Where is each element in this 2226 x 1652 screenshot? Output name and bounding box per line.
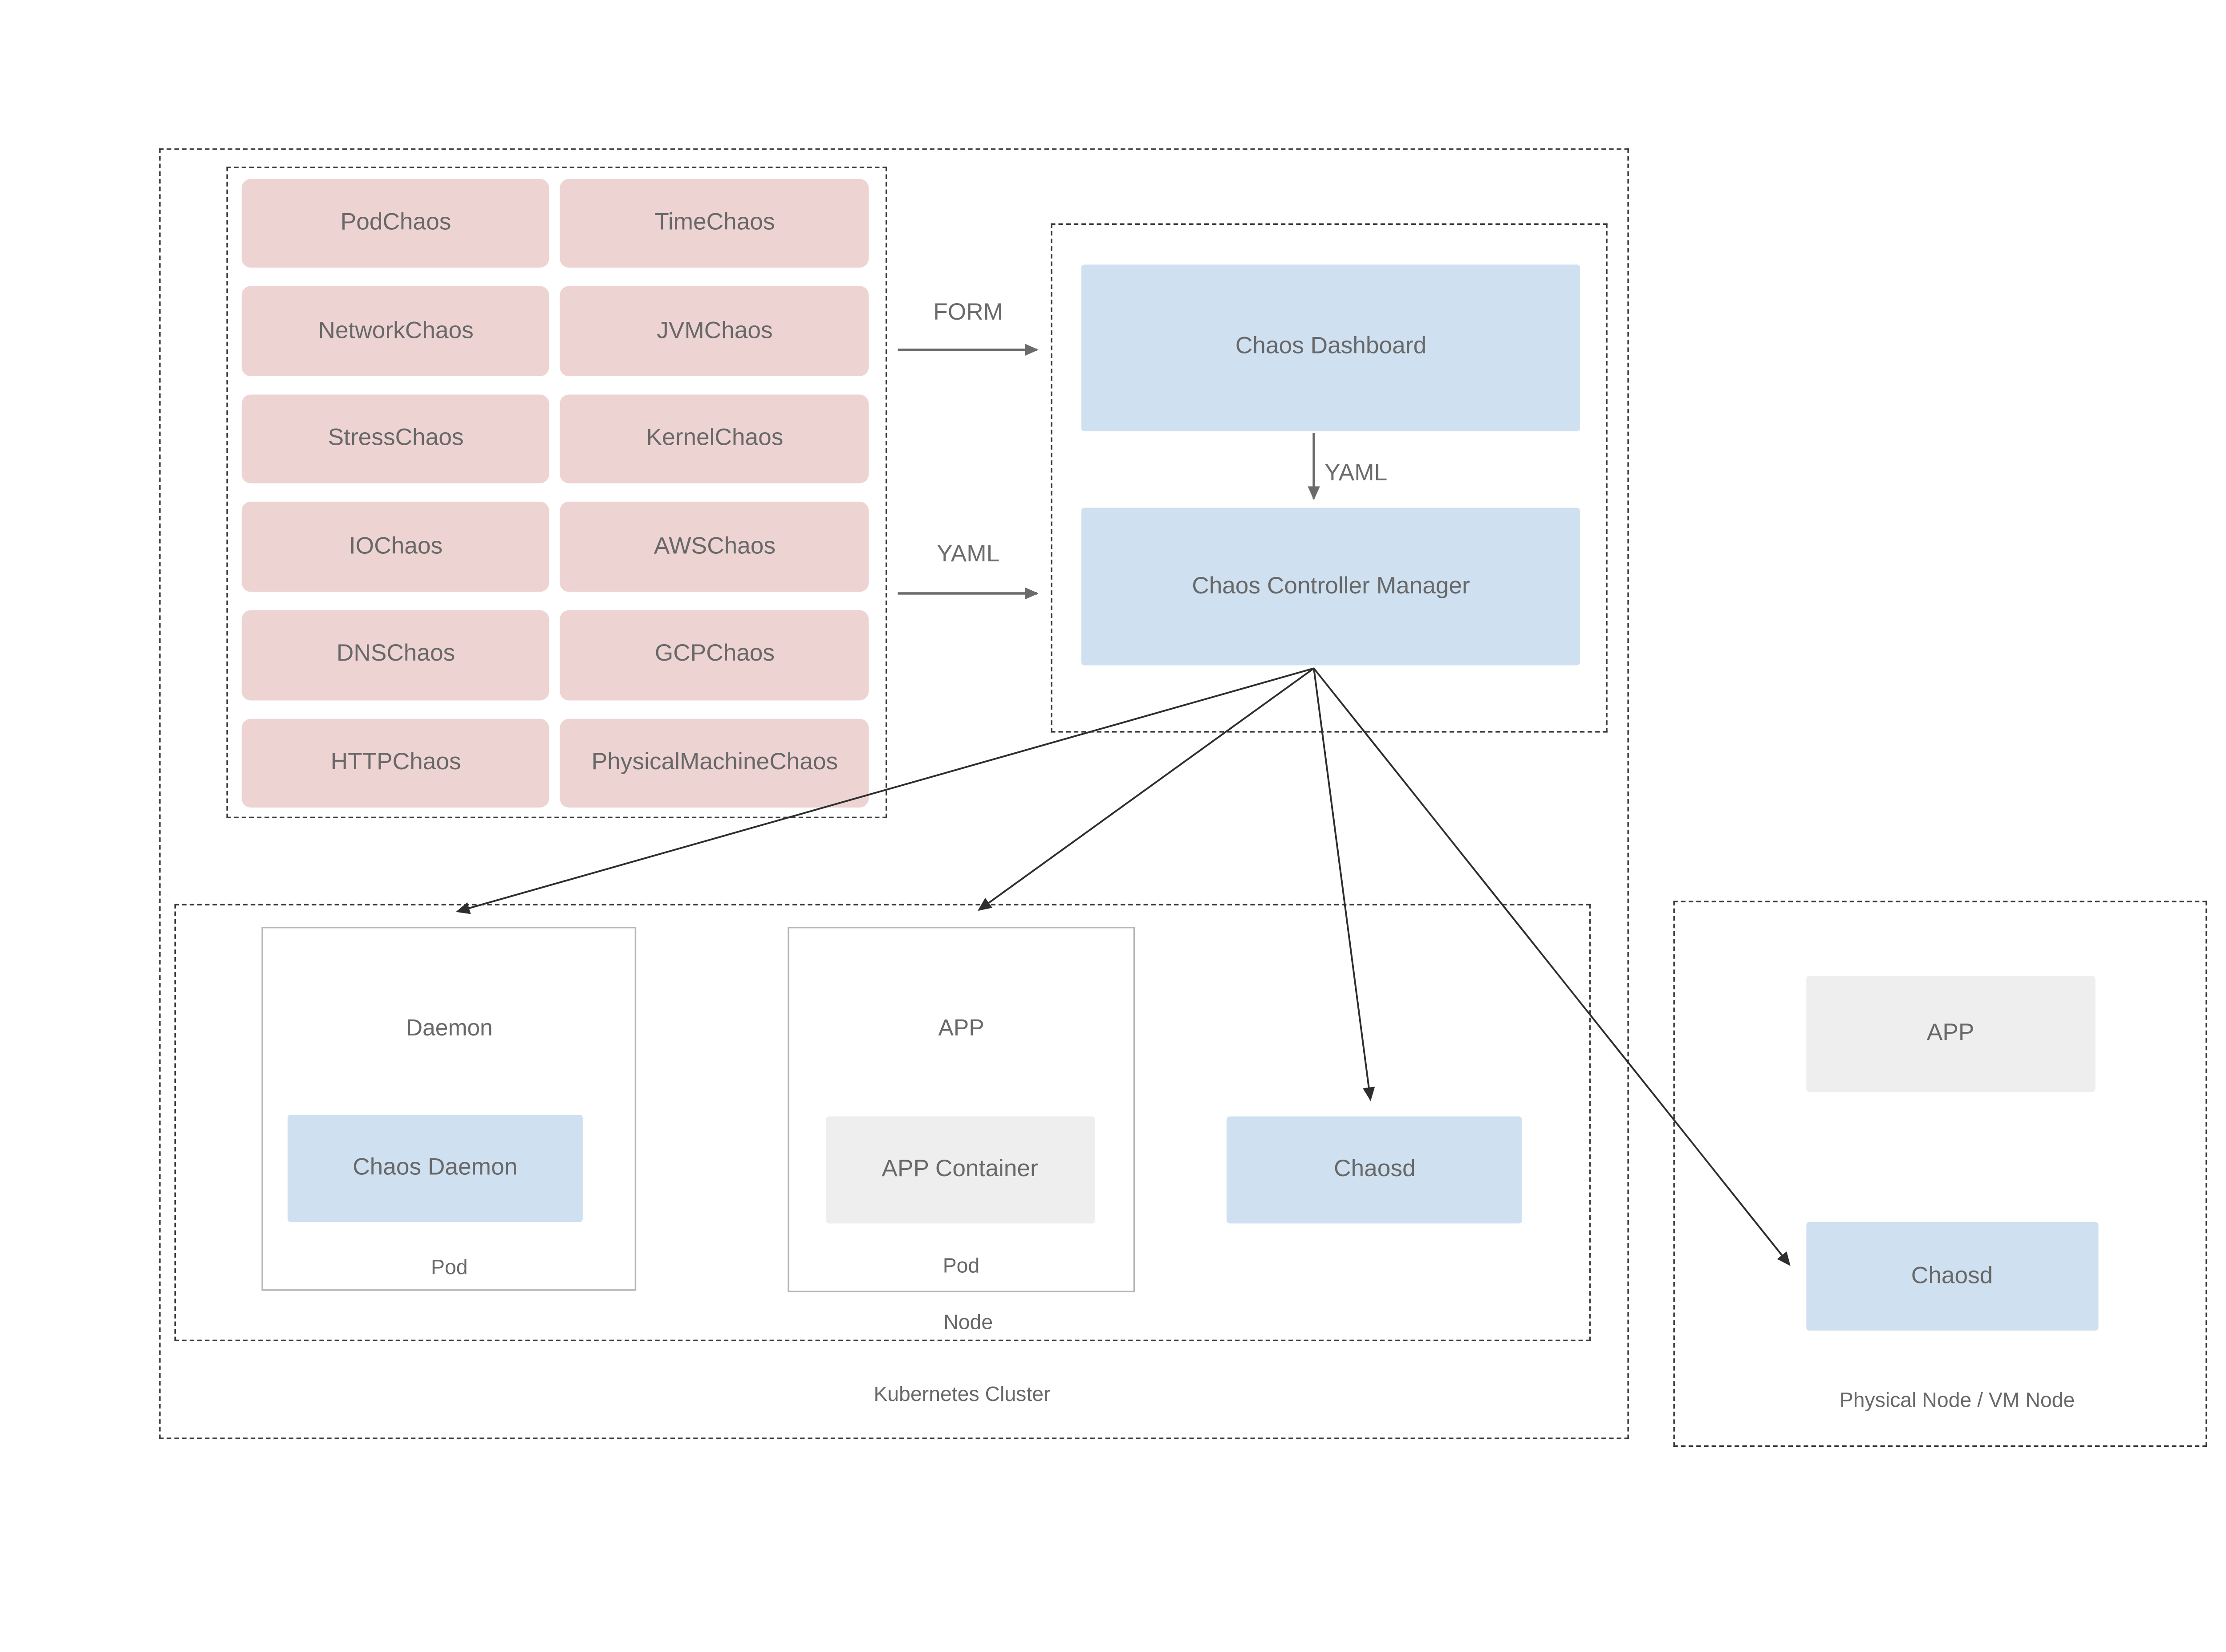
chaos-type-chip: KernelChaos bbox=[560, 394, 869, 484]
chaos-type-chip: PhysicalMachineChaos bbox=[560, 718, 869, 808]
chaosd-node-box: Chaosd bbox=[1227, 1116, 1523, 1224]
physical-app-box: APP bbox=[1805, 975, 2096, 1092]
chaos-type-chip: HTTPChaos bbox=[242, 718, 550, 808]
chaosd-physical-box: Chaosd bbox=[1805, 1222, 2099, 1331]
chaos-controller-manager-label: Chaos Controller Manager bbox=[1192, 573, 1470, 599]
form-arrow-label: FORM bbox=[933, 299, 1003, 325]
chaos-type-chip: TimeChaos bbox=[560, 178, 869, 268]
chaos-controller-manager-box: Chaos Controller Manager bbox=[1081, 508, 1581, 666]
node-label: Node bbox=[943, 1311, 993, 1334]
chaos-type-chip: GCPChaos bbox=[560, 610, 869, 700]
chaos-type-chip: JVMChaos bbox=[560, 286, 869, 376]
chaos-dashboard-box: Chaos Dashboard bbox=[1081, 264, 1581, 431]
chaos-type-chip: StressChaos bbox=[242, 394, 550, 484]
chaosd-physical-label: Chaosd bbox=[1911, 1262, 1993, 1289]
daemon-pod-box bbox=[262, 927, 637, 1291]
chaos-type-chip: IOChaos bbox=[242, 502, 550, 592]
daemon-pod-footer: Pod bbox=[431, 1255, 468, 1279]
app-pod-box bbox=[787, 926, 1135, 1292]
chaos-type-chip: PodChaos bbox=[242, 178, 550, 268]
physical-app-label: APP bbox=[1926, 1020, 1974, 1047]
yaml-dashboard-arrow-label: YAML bbox=[1324, 460, 1388, 487]
app-container-label: APP Container bbox=[881, 1156, 1038, 1182]
chaos-type-chip: NetworkChaos bbox=[242, 286, 550, 376]
app-pod-footer: Pod bbox=[942, 1254, 980, 1277]
yaml-input-arrow-label: YAML bbox=[937, 540, 1000, 567]
chaosd-node-label: Chaosd bbox=[1334, 1156, 1416, 1182]
app-container-box: APP Container bbox=[825, 1116, 1095, 1224]
chaos-type-chip: AWSChaos bbox=[560, 502, 869, 592]
chaos-daemon-label: Chaos Daemon bbox=[353, 1155, 518, 1181]
chaos-dashboard-label: Chaos Dashboard bbox=[1235, 333, 1427, 360]
chaos-type-chip: DNSChaos bbox=[242, 610, 550, 700]
app-pod-title: APP bbox=[938, 1015, 984, 1042]
chaos-daemon-box: Chaos Daemon bbox=[288, 1115, 582, 1222]
kubernetes-cluster-label: Kubernetes Cluster bbox=[873, 1382, 1051, 1406]
physical-node-label: Physical Node / VM Node bbox=[1839, 1388, 2075, 1412]
chaos-types-grid: PodChaos TimeChaos NetworkChaos JVMChaos… bbox=[242, 178, 869, 808]
daemon-pod-title: Daemon bbox=[406, 1015, 493, 1042]
